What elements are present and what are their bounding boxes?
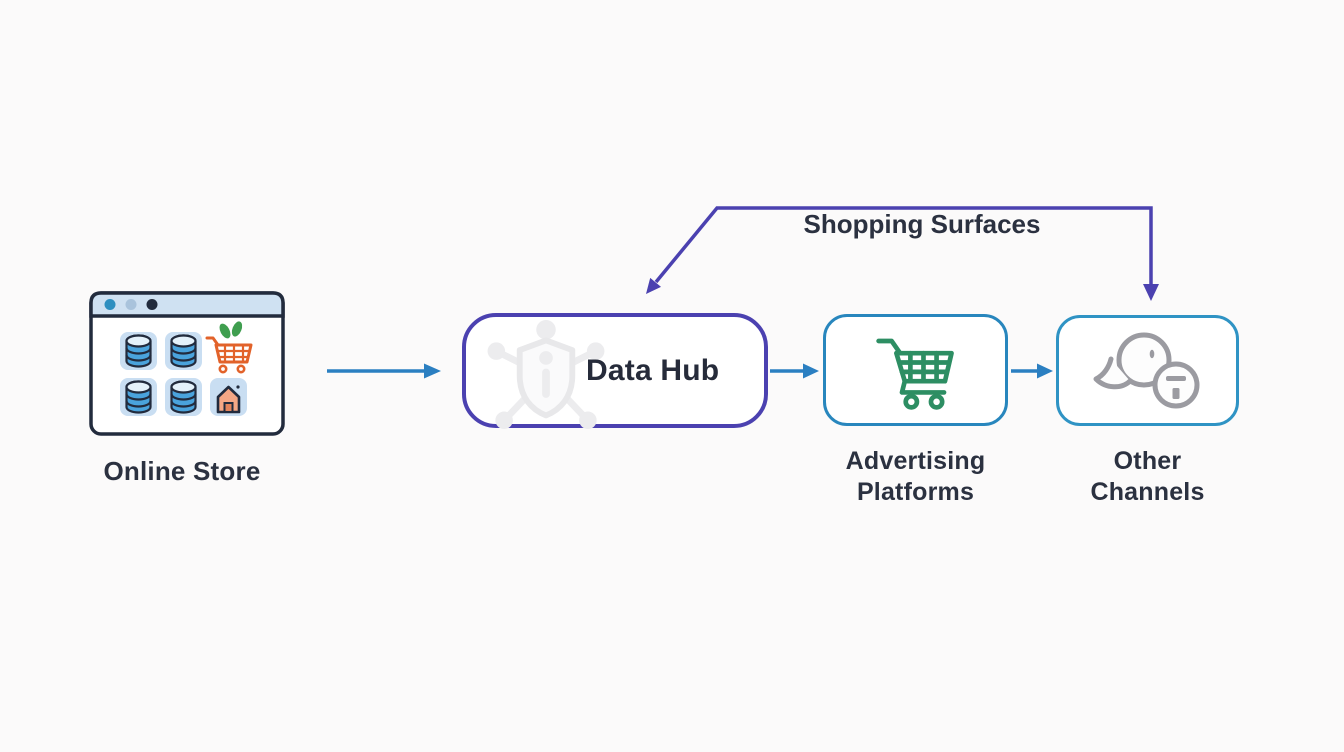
database-icon [170, 334, 197, 368]
database-icon [125, 380, 152, 414]
online-store-label: Online Store [103, 456, 261, 486]
window-dot-blue [104, 299, 116, 310]
house-icon [216, 385, 241, 414]
bird-shop-badge-icon [1093, 332, 1199, 408]
arrow-ads-to-other [1011, 363, 1053, 379]
advertising-platforms-label: Advertising Platforms [845, 447, 986, 506]
arrow-hub-to-ads [770, 363, 819, 379]
hub-shield-watermark-icon [487, 319, 605, 430]
data-hub-title: Data Hub [586, 353, 720, 387]
window-dot-dark [146, 299, 158, 310]
shopping-cart-icon [875, 338, 954, 410]
shopping-surfaces-label: Shopping Surfaces [803, 209, 1041, 239]
node-other-channels [1056, 315, 1239, 426]
window-dot-light [125, 299, 137, 310]
node-data-hub: Data Hub [462, 313, 768, 430]
database-icon [170, 380, 197, 414]
node-advertising-platforms [823, 314, 1008, 426]
store-cart-icon [205, 321, 253, 374]
database-icon [125, 334, 152, 368]
browser-store-icon [89, 291, 285, 436]
arrow-store-to-hub [327, 363, 441, 379]
other-channels-label: Other Channels [1090, 447, 1205, 506]
